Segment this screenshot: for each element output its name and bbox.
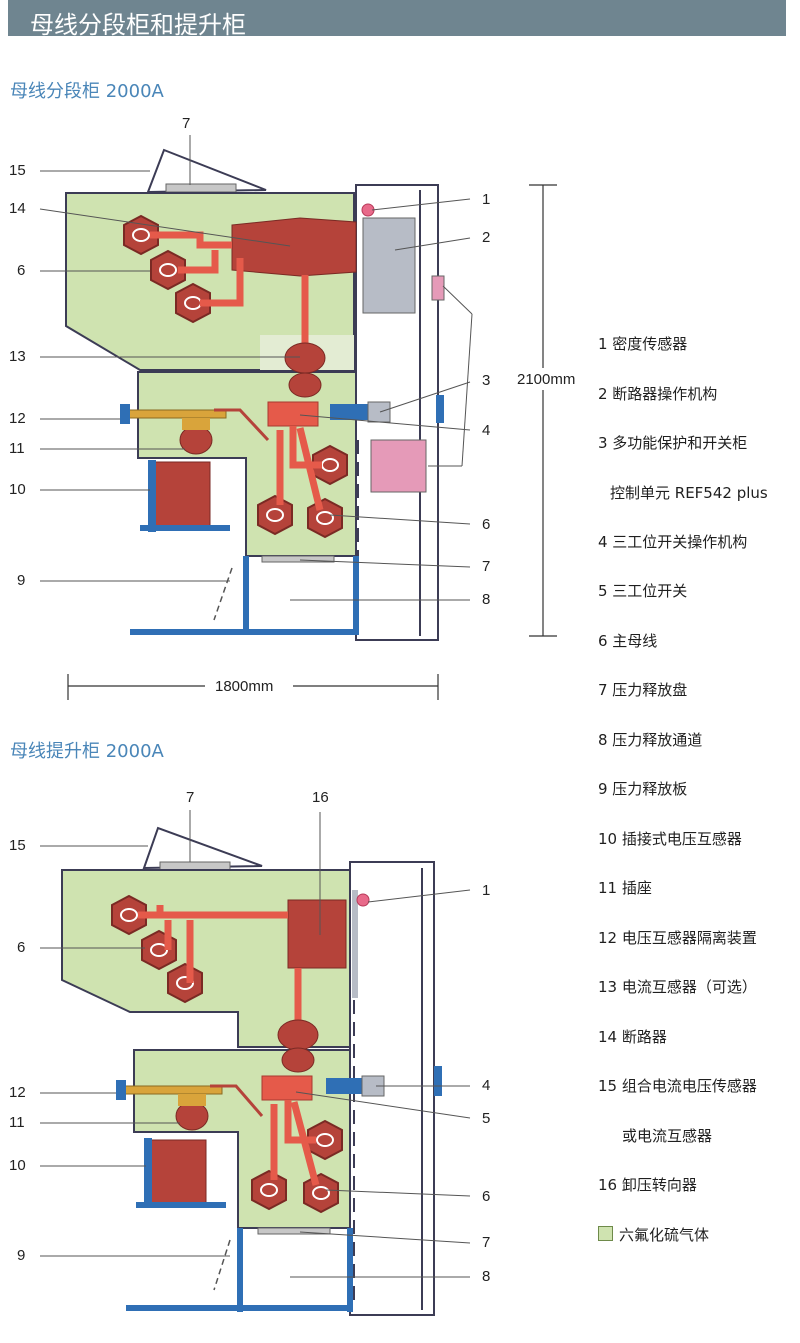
callout-9: 9: [17, 572, 26, 589]
base-frame-2: [126, 1228, 353, 1312]
callout-11: 11: [9, 440, 25, 457]
legend-item: 10 插接式电压互感器: [598, 830, 742, 848]
switch-mechanism: [330, 404, 368, 420]
legend-item: 16 卸压转向器: [598, 1176, 697, 1194]
callout2-8: 8: [482, 1268, 491, 1285]
legend-item: 控制单元 REF542 plus: [610, 484, 768, 502]
legend-item: 3 多功能保护和开关柜: [598, 434, 748, 452]
callout-13: 13: [9, 348, 26, 365]
callout2-16: 16: [312, 789, 329, 806]
three-position-switch: [267, 401, 319, 427]
callout-7: 7: [182, 115, 191, 132]
callout2-7-right: 7: [482, 1234, 491, 1251]
pressure-diverter: [287, 899, 347, 969]
height-dimension: 2100mm: [517, 371, 576, 388]
callout-6-right: 6: [482, 516, 491, 533]
header-bar: 母线分段柜和提升柜: [8, 0, 786, 39]
callout2-6: 6: [17, 939, 26, 956]
legend-item: 2 断路器操作机构: [598, 385, 718, 403]
callout-10: 10: [9, 481, 26, 498]
legend-item: 8 压力释放通道: [598, 731, 703, 749]
callout-14: 14: [9, 200, 26, 217]
callout-8: 8: [482, 591, 491, 608]
legend-item: 11 插座: [598, 879, 652, 897]
callout2-12: 12: [9, 1084, 26, 1101]
legend-item: 9 压力释放板: [598, 780, 688, 798]
callout-7-right: 7: [482, 558, 491, 575]
callout2-7: 7: [186, 789, 195, 806]
legend-item: 6 主母线: [598, 632, 658, 650]
callout2-9: 9: [17, 1247, 26, 1264]
callout2-6-right: 6: [482, 1188, 491, 1205]
page-title: 母线分段柜和提升柜: [30, 11, 246, 39]
callout2-1: 1: [482, 882, 491, 899]
callout-3: 3: [482, 372, 491, 389]
sf6-label: 六氟化硫气体: [619, 1226, 710, 1244]
callout-6: 6: [17, 262, 26, 279]
callout-15: 15: [9, 162, 26, 179]
legend-item: 13 电流互感器（可选）: [598, 978, 757, 996]
section2-title: 母线提升柜 2000A: [10, 741, 164, 762]
breaker-mechanism: [362, 217, 416, 314]
legend-item: 14 断路器: [598, 1028, 667, 1046]
callout-1: 1: [482, 191, 491, 208]
breaker: [231, 217, 357, 277]
base-frame: [130, 556, 359, 635]
callout2-11: 11: [9, 1114, 25, 1131]
legend-item: 4 三工位开关操作机构: [598, 533, 748, 551]
section1-title: 母线分段柜 2000A: [10, 81, 164, 102]
relay-unit: [370, 439, 427, 493]
callout2-15: 15: [9, 837, 26, 854]
width-dimension: 1800mm: [215, 678, 274, 695]
callout2-4: 4: [482, 1077, 491, 1094]
callout2-10: 10: [9, 1157, 26, 1174]
callout-2: 2: [482, 229, 491, 246]
legend-item: 或电流互感器: [622, 1127, 713, 1145]
voltage-transformer: [149, 461, 211, 531]
legend-item: 5 三工位开关: [598, 582, 688, 600]
legend-sf6: 六氟化硫气体: [598, 1224, 709, 1245]
density-sensor-icon-2: [356, 893, 370, 907]
legend-item: 1 密度传感器: [598, 335, 688, 353]
sf6-swatch: [598, 1226, 613, 1241]
callout-12: 12: [9, 410, 26, 427]
voltage-transformer-2: [145, 1139, 207, 1207]
callout-4: 4: [482, 422, 491, 439]
callout2-5: 5: [482, 1110, 491, 1127]
legend-item: 12 电压互感器隔离装置: [598, 929, 757, 947]
legend-item: 15 组合电流电压传感器: [598, 1077, 757, 1095]
legend-item: 7 压力释放盘: [598, 681, 688, 699]
section1-diagram: [39, 135, 557, 700]
